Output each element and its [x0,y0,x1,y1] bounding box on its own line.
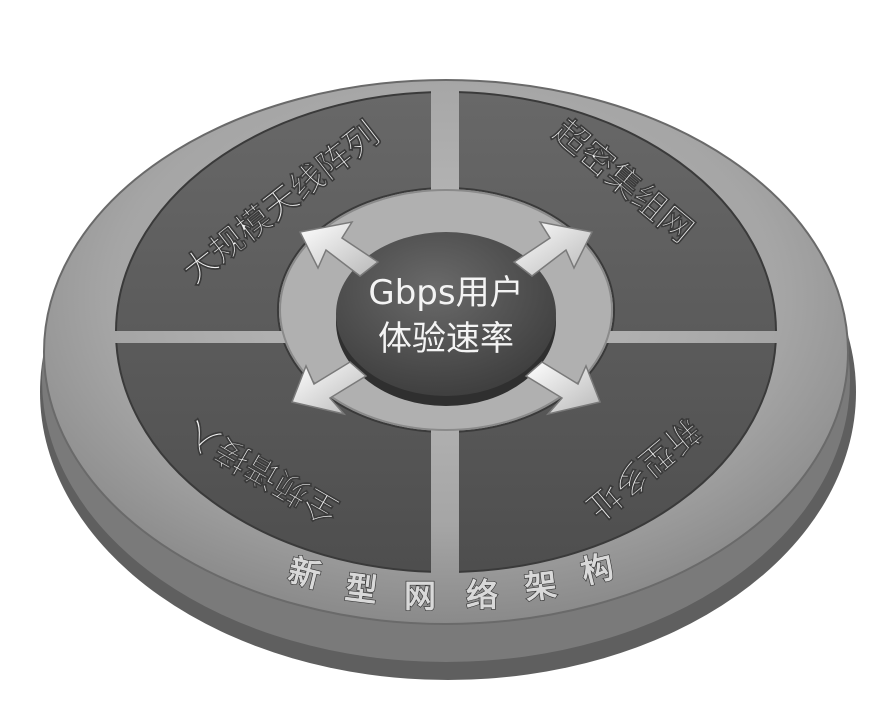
quadrant-bottom-left [115,343,431,573]
center-label-line2: 体验速率 [378,319,514,359]
quadrant-bottom-right [459,343,777,573]
quadrant-top-left [115,91,431,331]
center-label-line1: Gbps用户 [368,273,523,313]
quadrant-top-right [459,91,777,331]
center-core [336,232,556,396]
base-label-char: 络 [466,576,498,614]
arrow-top-right-icon [512,220,594,277]
base-label-char: 型 [343,568,379,610]
base-label-char: 架 [522,565,558,607]
arrow-top-left-icon [298,220,380,277]
arrow-bottom-left-icon [290,361,368,416]
arrow-bottom-right-icon [524,361,602,416]
base-label-char: 网 [404,577,436,615]
